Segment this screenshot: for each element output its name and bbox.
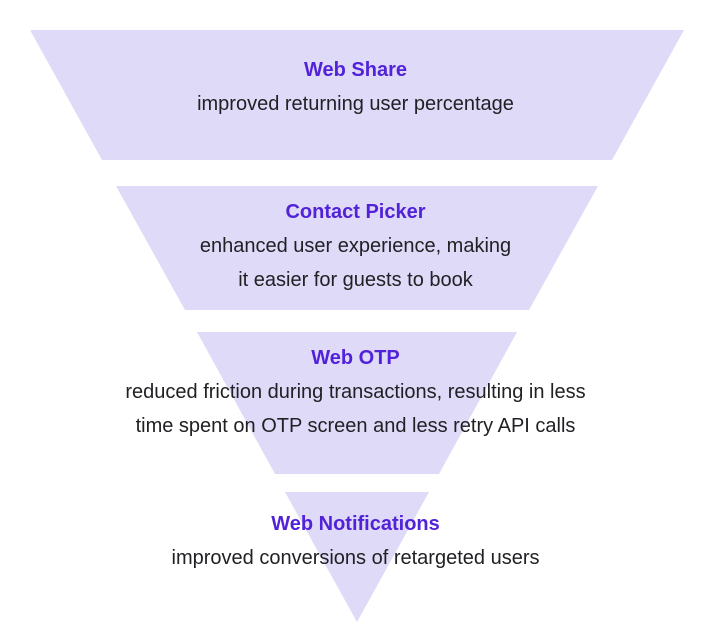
funnel-segment-text-web-share: Web Share improved returning user percen… <box>0 53 711 121</box>
segment-title: Contact Picker <box>285 201 426 223</box>
funnel-segment-text-contact-picker: Contact Picker enhanced user experience,… <box>0 195 711 297</box>
segment-description-line: improved conversions of retargeted users <box>171 547 540 569</box>
funnel-segment-text-web-notifications: Web Notifications improved conversions o… <box>0 507 711 575</box>
segment-title: Web OTP <box>311 347 400 369</box>
segment-title: Web Notifications <box>271 513 440 535</box>
segment-title: Web Share <box>304 59 407 81</box>
funnel-segment-text-web-otp: Web OTP reduced friction during transact… <box>0 341 711 443</box>
segment-description-line: improved returning user percentage <box>197 93 514 115</box>
segment-description-line: time spent on OTP screen and less retry … <box>135 415 576 437</box>
segment-description-line: enhanced user experience, making <box>199 235 512 257</box>
segment-description-line: reduced friction during transactions, re… <box>125 381 586 403</box>
segment-description-line: it easier for guests to book <box>238 269 473 291</box>
